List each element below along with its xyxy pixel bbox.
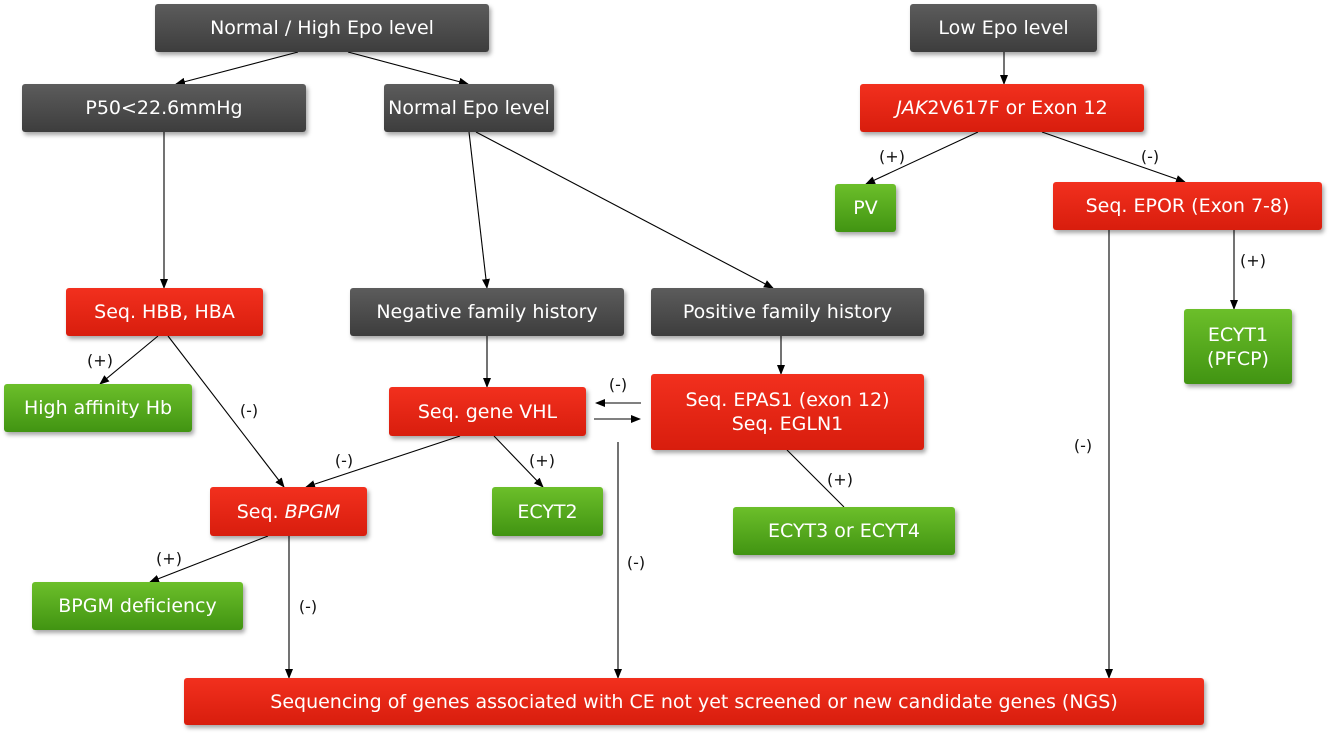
node-negative-family-history: Negative family history [350, 288, 624, 336]
edge-epas1-to-ecyt34 [786, 449, 845, 508]
node-sequencing-ngs: Sequencing of genes associated with CE n… [184, 678, 1204, 725]
node-normal-high-epo: Normal / High Epo level [155, 4, 489, 52]
edge-hbb-to-bpgm [167, 335, 285, 488]
edge-hbb-to-highaffinity [99, 335, 159, 385]
node-seq-bpgm: Seq. BPGM [210, 487, 367, 536]
node-high-affinity-hb: High affinity Hb [4, 384, 192, 432]
label-epor-positive: (+) [1240, 251, 1266, 270]
label-epas-positive: (+) [827, 470, 853, 489]
label-vhl-ngs-negative: (-) [626, 553, 646, 572]
edge-normalepo-to-posfamily [475, 131, 774, 289]
edge-vhl-to-ecyt2 [493, 435, 544, 488]
edge-normalepo-to-negfamily [468, 131, 490, 289]
seq-bpgm-label: Seq. BPGM [236, 500, 341, 523]
edge-normalhigh-to-p50 [175, 51, 299, 86]
node-normal-epo: Normal Epo level [384, 84, 554, 132]
node-low-epo: Low Epo level [910, 4, 1097, 52]
label-jak-negative: (-) [1140, 147, 1160, 166]
label-hbb-negative: (-) [239, 401, 259, 420]
node-seq-epor: Seq. EPOR (Exon 7-8) [1053, 182, 1322, 230]
node-ecyt1: ECYT1 (PFCP) [1184, 309, 1292, 384]
edge-vhl-to-bpgm [305, 435, 461, 488]
node-jak2-test: JAK2V617F or Exon 12 [860, 84, 1144, 132]
label-epas-vhl-negative: (-) [608, 375, 628, 394]
node-ecyt3-or-ecyt4: ECYT3 or ECYT4 [733, 507, 955, 555]
node-seq-epas1-egln1: Seq. EPAS1 (exon 12) Seq. EGLN1 [651, 374, 924, 450]
node-p50: P50<22.6mmHg [22, 84, 306, 132]
node-ecyt2: ECYT2 [492, 487, 603, 536]
label-jak-positive: (+) [879, 147, 905, 166]
label-vhl-negative: (-) [334, 451, 354, 470]
node-bpgm-deficiency: BPGM deficiency [32, 582, 243, 630]
node-seq-gene-vhl: Seq. gene VHL [389, 387, 586, 436]
edge-bpgm-to-deficiency [149, 535, 269, 583]
label-vhl-positive: (+) [529, 451, 555, 470]
jak2-label: JAK2V617F or Exon 12 [896, 97, 1108, 119]
label-bpgm-positive: (+) [156, 549, 182, 568]
node-pv: PV [835, 184, 896, 232]
label-epor-negative: (-) [1073, 436, 1093, 455]
edge-jak2-to-epor [1041, 131, 1186, 183]
label-bpgm-negative: (-) [298, 597, 318, 616]
node-positive-family-history: Positive family history [651, 288, 924, 336]
node-seq-hbb-hba: Seq. HBB, HBA [66, 288, 263, 336]
label-hbb-positive: (+) [87, 351, 113, 370]
edge-jak2-to-pv [865, 131, 979, 185]
edge-normalhigh-to-normalepo [347, 51, 469, 86]
